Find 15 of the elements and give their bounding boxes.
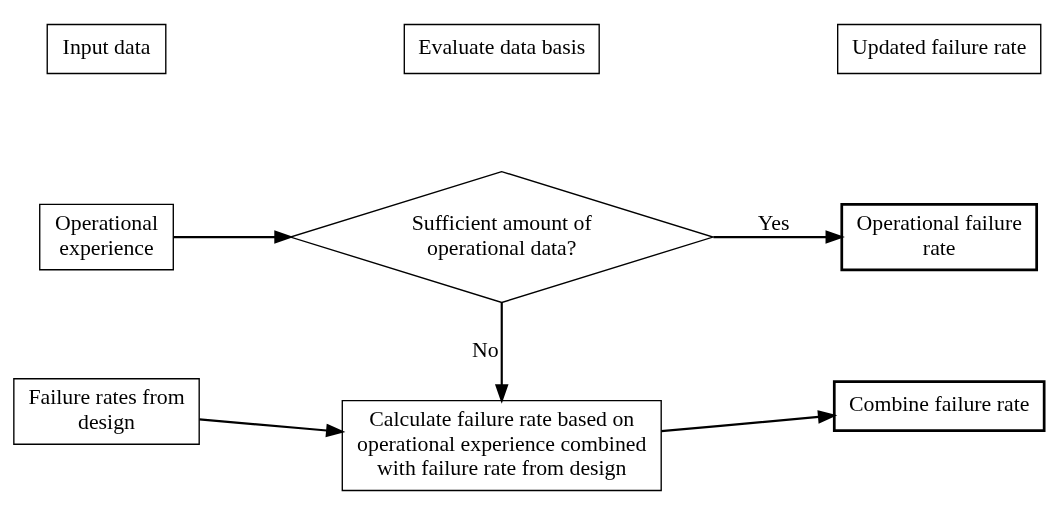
edge-label: No — [472, 337, 499, 362]
node-box: Operational experience — [39, 203, 174, 271]
arrow — [661, 410, 838, 433]
node-box: Calculate failure rate based on operational experience combined with failure rate from design — [341, 399, 662, 492]
arrow — [494, 302, 509, 404]
edge-label: Yes — [757, 210, 790, 235]
node-box: Operational failure rate — [840, 203, 1039, 272]
node-box: Combine failure rate — [832, 380, 1046, 432]
node-box: Evaluate data basis — [403, 23, 600, 75]
arrow — [199, 418, 346, 438]
node-box: Updated failure rate — [837, 23, 1042, 75]
arrow — [173, 230, 294, 244]
node-box: Input data — [46, 23, 167, 75]
arrow — [713, 230, 845, 244]
node-box: Failure rates from design — [13, 378, 200, 445]
